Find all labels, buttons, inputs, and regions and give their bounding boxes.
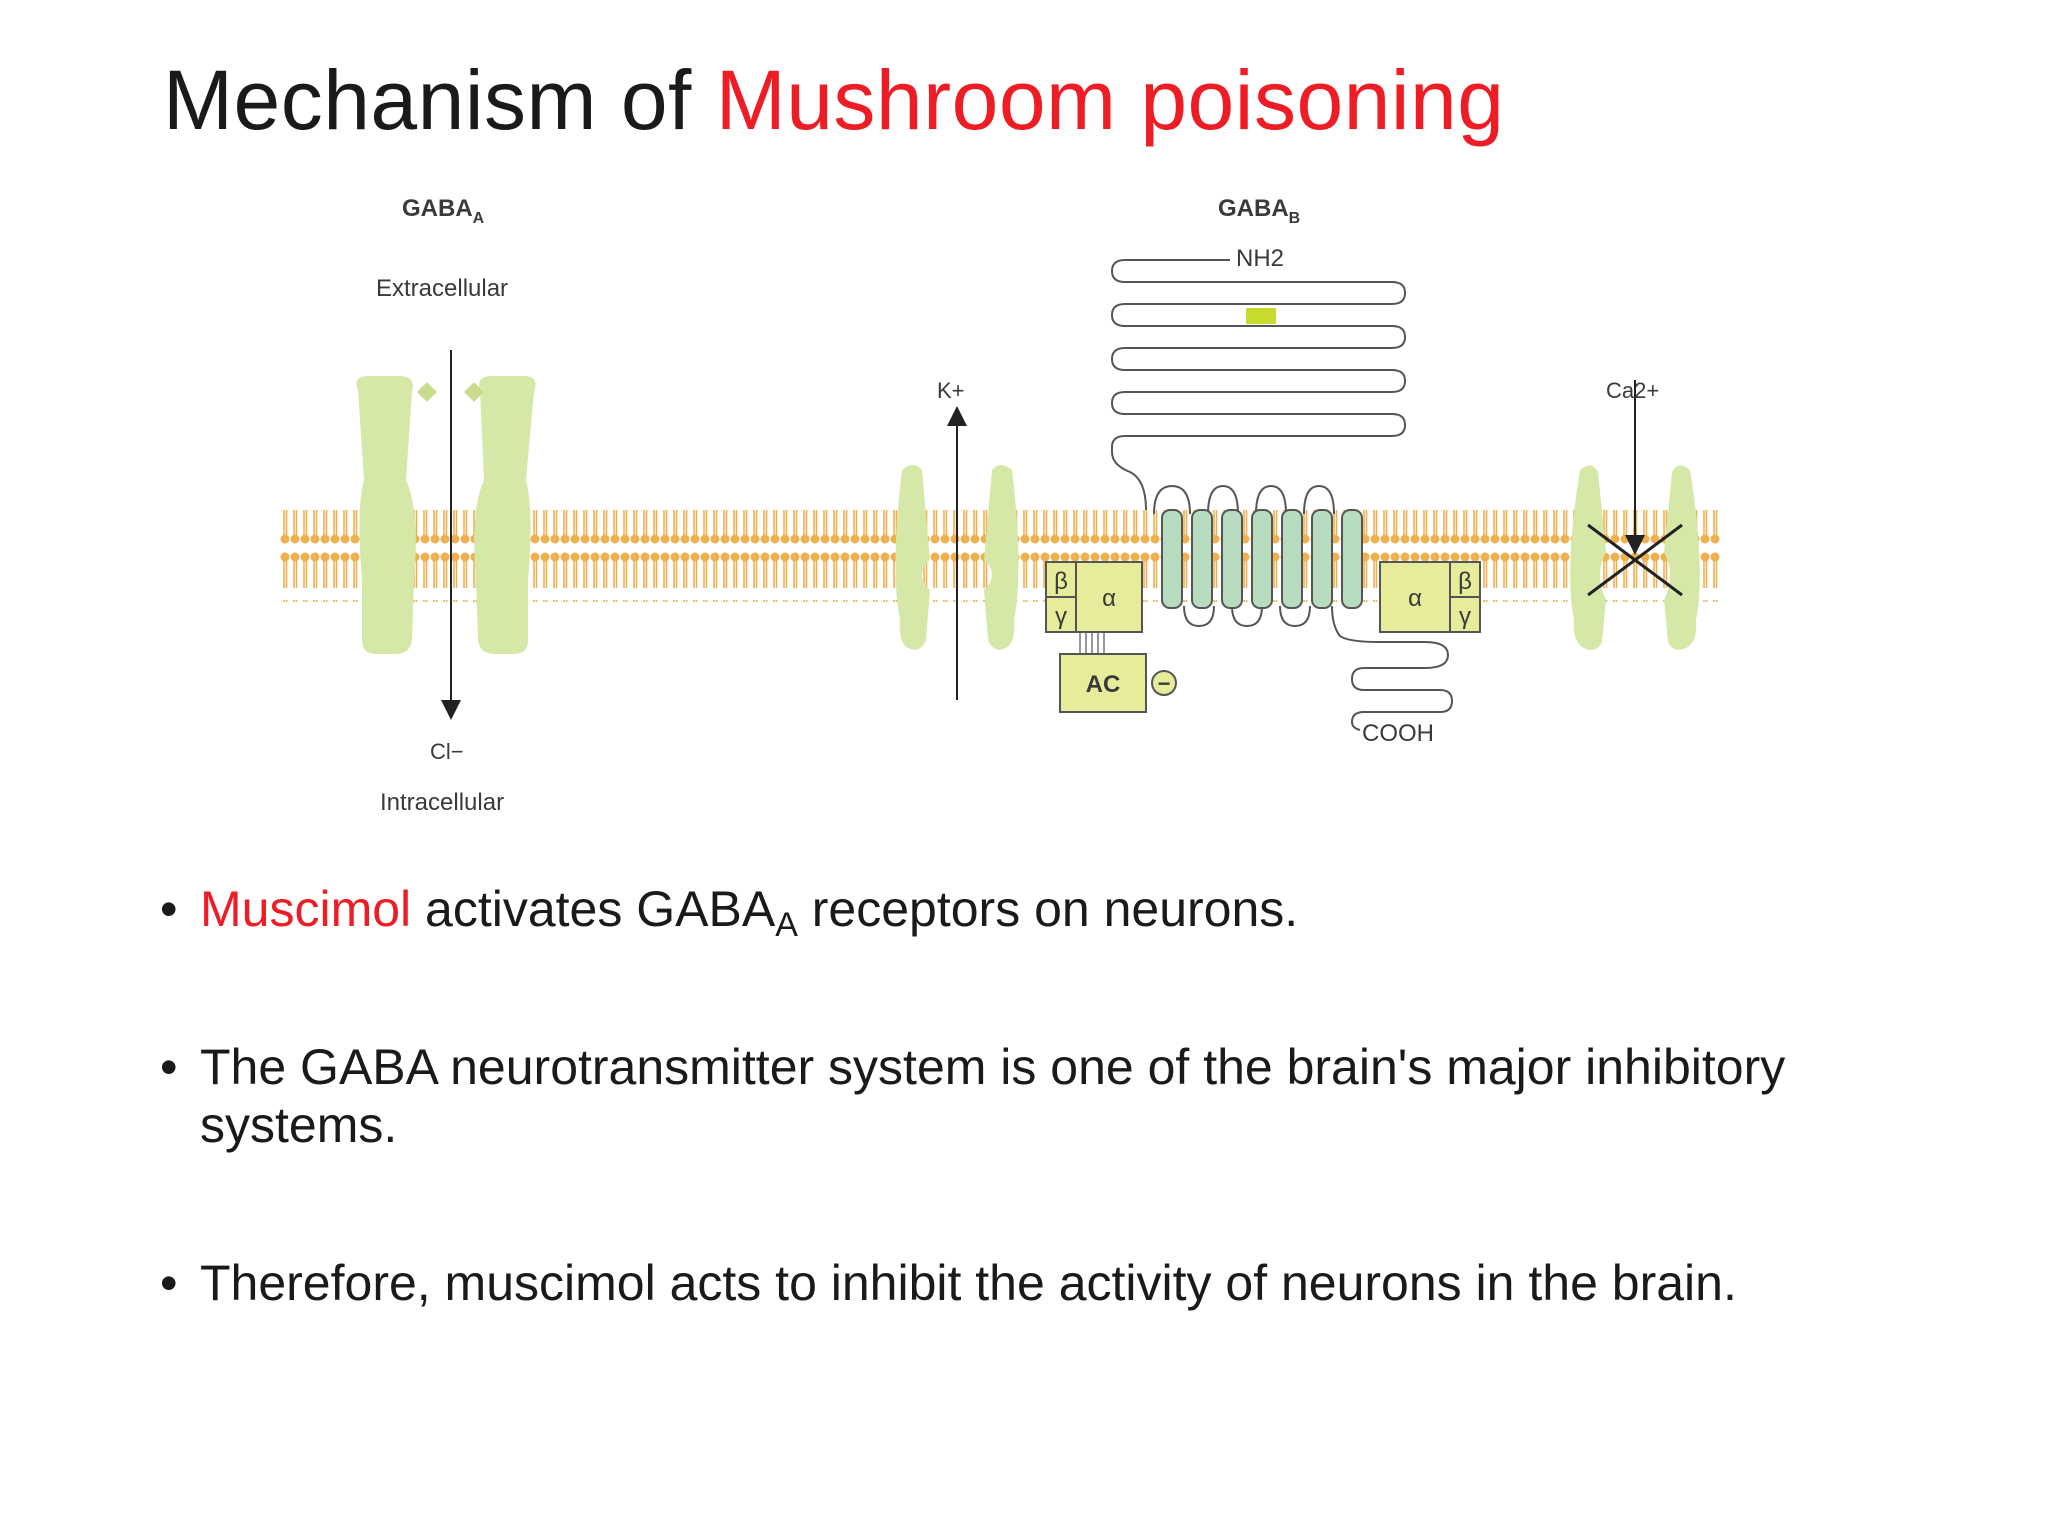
gaba-b-heading-text: GABA xyxy=(1218,195,1289,222)
bullet-text: Therefore, muscimol acts to inhibit the … xyxy=(200,1255,1737,1311)
gaba-a-channel xyxy=(356,350,536,720)
potassium-label: K+ xyxy=(937,378,965,403)
beta-label-left: β xyxy=(1054,568,1068,595)
inhibition-sign: − xyxy=(1158,671,1171,696)
gaba-b-heading: GABAB xyxy=(1218,195,1300,227)
nh2-label: NH2 xyxy=(1236,245,1284,272)
bullet-list: • Muscimol activates GABAA receptors on n… xyxy=(160,880,1940,1312)
chloride-label: Cl− xyxy=(430,739,464,764)
gaba-receptor-diagram: β γ α AC − α β γ GABAA Extracellular Cl−… xyxy=(250,180,1760,830)
bullet-item: • The GABA neurotransmitter system is one… xyxy=(160,1038,1940,1154)
ac-label: AC xyxy=(1086,671,1121,698)
intracellular-label: Intracellular xyxy=(380,789,504,816)
gaba-b-heading-sub: B xyxy=(1289,210,1301,227)
potassium-channel xyxy=(895,406,1019,700)
gamma-label-right: γ xyxy=(1459,603,1471,630)
bullet-dot: • xyxy=(160,1039,178,1095)
cooh-label: COOH xyxy=(1362,720,1434,747)
beta-label-right: β xyxy=(1458,568,1472,595)
highlight-term: Muscimol xyxy=(200,881,412,937)
alpha-label-left: α xyxy=(1102,585,1116,612)
gaba-a-heading-text: GABA xyxy=(402,195,473,222)
bullet-text: The GABA neurotransmitter system is one … xyxy=(200,1039,1786,1153)
extracellular-label: Extracellular xyxy=(376,275,508,302)
bullet-item: • Therefore, muscimol acts to inhibit the… xyxy=(160,1254,1940,1312)
gaba-a-heading: GABAA xyxy=(402,195,485,227)
gaba-a-heading-sub: A xyxy=(473,210,485,227)
title-highlight: Mushroom poisoning xyxy=(715,53,1505,147)
bullet-text: receptors on neurons. xyxy=(797,881,1299,937)
bullet-dot: • xyxy=(160,881,178,937)
gamma-label-left: γ xyxy=(1055,603,1067,630)
gaba-b-receptor xyxy=(1110,259,1454,731)
calcium-channel xyxy=(1570,380,1700,650)
bullet-dot: • xyxy=(160,1255,178,1311)
inhibition-icon xyxy=(1151,670,1177,696)
slide-title: Mechanism of Mushroom poisoning xyxy=(163,52,1504,149)
adenylyl-cyclase-box xyxy=(1059,653,1147,713)
g-protein-right xyxy=(1379,561,1481,633)
calcium-label: Ca2+ xyxy=(1606,378,1659,403)
bullet-text: activates GABA xyxy=(411,881,776,937)
subscript: A xyxy=(775,906,798,944)
alpha-label-right: α xyxy=(1408,585,1422,612)
title-prefix: Mechanism of xyxy=(163,53,716,147)
bullet-item: • Muscimol activates GABAA receptors on n… xyxy=(160,880,1940,942)
g-protein-left xyxy=(1045,561,1143,654)
